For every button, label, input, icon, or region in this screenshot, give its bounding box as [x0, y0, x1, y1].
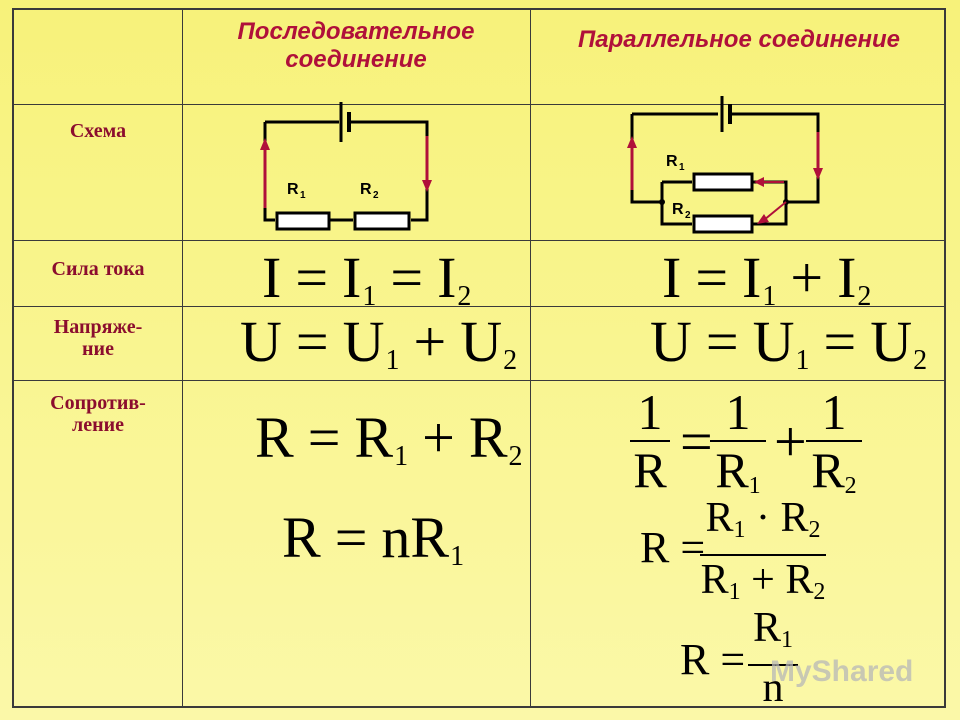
- row-label-voltage: Напряже-ние: [53, 316, 143, 360]
- formula-series-current: I=I1=I2: [262, 245, 472, 313]
- series-r1-label: R: [287, 181, 299, 198]
- header-series: Последовательное соединение: [237, 18, 475, 73]
- parallel-circuit-diagram: R 1 R 2: [627, 96, 823, 234]
- watermark-logo: MyShared: [770, 655, 914, 688]
- formula-parallel-current: I=I1+I2: [662, 245, 872, 313]
- parallel-r2-label: R: [672, 201, 684, 218]
- column-divider: [182, 10, 183, 706]
- row-label-scheme: Схема: [69, 120, 127, 142]
- formula-series-voltage: U=U1+U2: [240, 309, 518, 377]
- row-divider: [14, 306, 944, 307]
- parallel-r1-subscript: 1: [679, 162, 685, 173]
- row-label-resistance: Сопротив-ление: [50, 392, 146, 436]
- series-r2-subscript: 2: [373, 190, 379, 201]
- row-divider: [14, 240, 944, 241]
- parallel-r2-subscript: 2: [685, 210, 691, 221]
- row-divider: [14, 104, 944, 105]
- row-label-current: Сила тока: [51, 258, 145, 280]
- comparison-table: Последовательное соединение Параллельное…: [12, 8, 946, 708]
- series-r1-subscript: 1: [300, 190, 306, 201]
- column-divider: [530, 10, 531, 706]
- header-parallel: Параллельное соединение: [578, 26, 900, 53]
- formula-series-resistance-n: R=nR1: [282, 505, 465, 573]
- formula-series-resistance: R=R1+R2: [255, 405, 523, 473]
- series-r2-label: R: [360, 181, 372, 198]
- formula-parallel-voltage: U=U1=U2: [650, 309, 928, 377]
- series-circuit-diagram: R 1 R 2: [260, 102, 432, 231]
- parallel-r1-label: R: [666, 153, 678, 170]
- row-divider: [14, 380, 944, 381]
